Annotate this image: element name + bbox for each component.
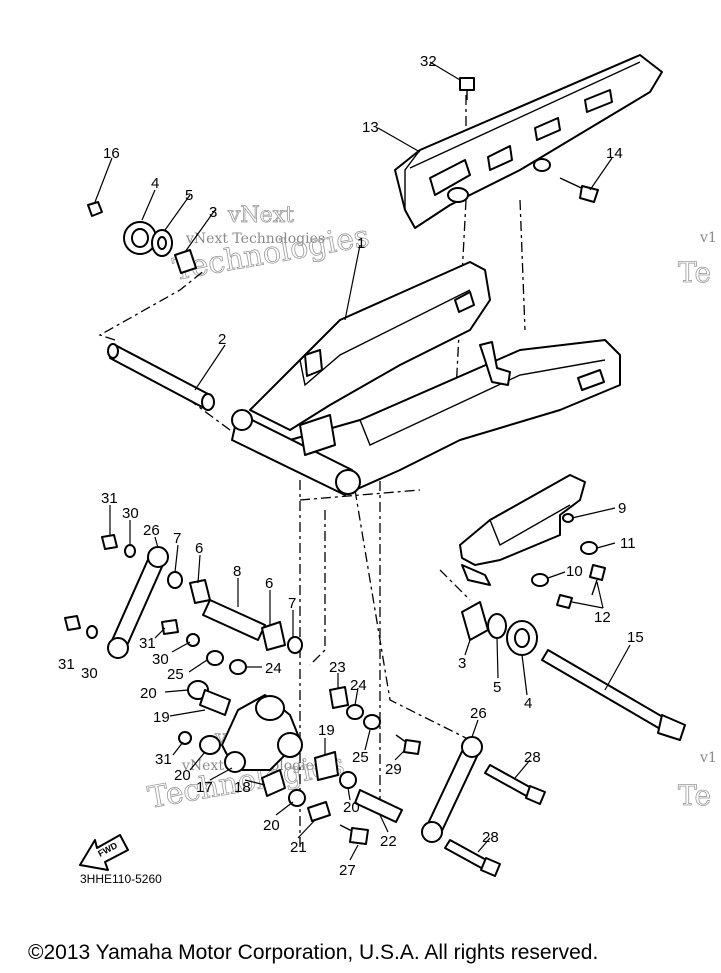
collars-7-6-8 [167,571,303,654]
screws-12 [556,564,606,609]
callout-30c: 30 [81,665,98,682]
bearing-stack-right [461,601,538,656]
nut-11 [580,541,598,555]
swingarm [231,261,621,496]
callout-labels: 32 13 14 16 4 5 3 1 2 31 30 26 7 6 8 6 7… [58,53,644,879]
callout-29: 29 [385,761,402,778]
nut-31-washer-30-a [64,534,136,639]
callout-23: 23 [329,659,346,676]
watermark-edge-bottom: v1 [699,750,717,766]
relay-arm-17 [221,694,303,773]
callout-4b: 4 [524,695,532,712]
callout-32: 32 [420,53,437,70]
callout-19b: 19 [318,722,335,739]
nut-31-washer-30-b [161,619,200,647]
callout-28b: 28 [482,829,499,846]
callout-6: 6 [195,540,203,557]
bolt-29 [395,734,421,755]
callout-28: 28 [524,749,541,766]
leader-lines [94,61,631,861]
callout-11: 11 [620,535,636,552]
callout-26b: 26 [470,705,487,722]
relay-arm-26-left [107,546,169,659]
callout-3: 3 [209,204,217,221]
callout-5b: 5 [493,679,501,696]
callout-20c: 20 [263,817,280,834]
callout-26: 26 [143,522,160,539]
callout-24b: 24 [350,677,367,694]
callout-30: 30 [122,505,139,522]
callout-31b: 31 [139,635,156,652]
callout-16: 16 [103,145,120,162]
callout-2: 2 [218,331,226,348]
watermark-edge-top: v1 [699,230,717,246]
bolt-28-lower [444,839,501,877]
callout-10: 10 [566,563,583,580]
callout-18: 18 [234,779,251,796]
callout-3b: 3 [458,655,466,672]
bolt-32 [459,77,475,100]
collars-21-22 [307,789,403,823]
bearing-stack-left [87,201,197,274]
chain-guard [394,54,663,229]
callout-22: 22 [380,833,397,850]
callout-19: 19 [153,709,170,726]
washer-10 [531,573,549,587]
watermark-edge-bottom-b: Te [678,779,711,812]
callout-8: 8 [233,563,241,580]
callout-30b: 30 [152,651,169,668]
callout-12: 12 [594,609,611,626]
callout-7: 7 [173,530,181,547]
callout-24: 24 [265,660,282,677]
callout-6b: 6 [265,575,273,592]
callout-20: 20 [140,685,157,702]
callout-14: 14 [606,145,623,162]
collar-23-seals-24-25 [329,686,381,730]
callout-25b: 25 [352,749,369,766]
bearing-19-right [314,751,357,789]
pivot-shaft [107,343,215,411]
callout-1: 1 [357,235,365,252]
callout-25: 25 [167,666,184,683]
chain-slider [459,474,586,586]
callout-4: 4 [151,175,159,192]
callout-7b: 7 [288,595,296,612]
bearings-20-19-left [178,680,306,807]
svg-text:vNext: vNext [227,203,294,228]
bolt-28-upper [484,764,546,805]
callout-17: 17 [196,779,213,796]
watermark-edge-top-b: Te [678,256,711,289]
watermark-top: vNext vNext Technologies Technologies [170,203,372,289]
fwd-arrow-icon: FWD [79,834,129,871]
callout-31d: 31 [155,751,172,768]
callout-9: 9 [618,500,626,517]
axle-15 [541,649,686,741]
callout-20b: 20 [174,767,191,784]
callout-20d: 20 [343,799,360,816]
callout-27: 27 [339,862,356,879]
callout-31: 31 [101,490,118,507]
callout-5: 5 [185,187,193,204]
callout-13: 13 [362,119,379,136]
seals-25-24 [206,650,247,675]
diagram-code: 3HHE110-5260 [80,872,162,886]
callout-21: 21 [290,839,307,856]
callout-31c: 31 [58,656,75,673]
svg-text:vNext Technologies: vNext Technologies [185,231,325,247]
relay-arm-26-right [421,736,483,843]
copyright-notice: ©2013 Yamaha Motor Corporation, U.S.A. A… [28,941,599,964]
callout-15: 15 [627,629,644,646]
bolt-14 [559,177,599,203]
bolt-27 [339,824,369,845]
